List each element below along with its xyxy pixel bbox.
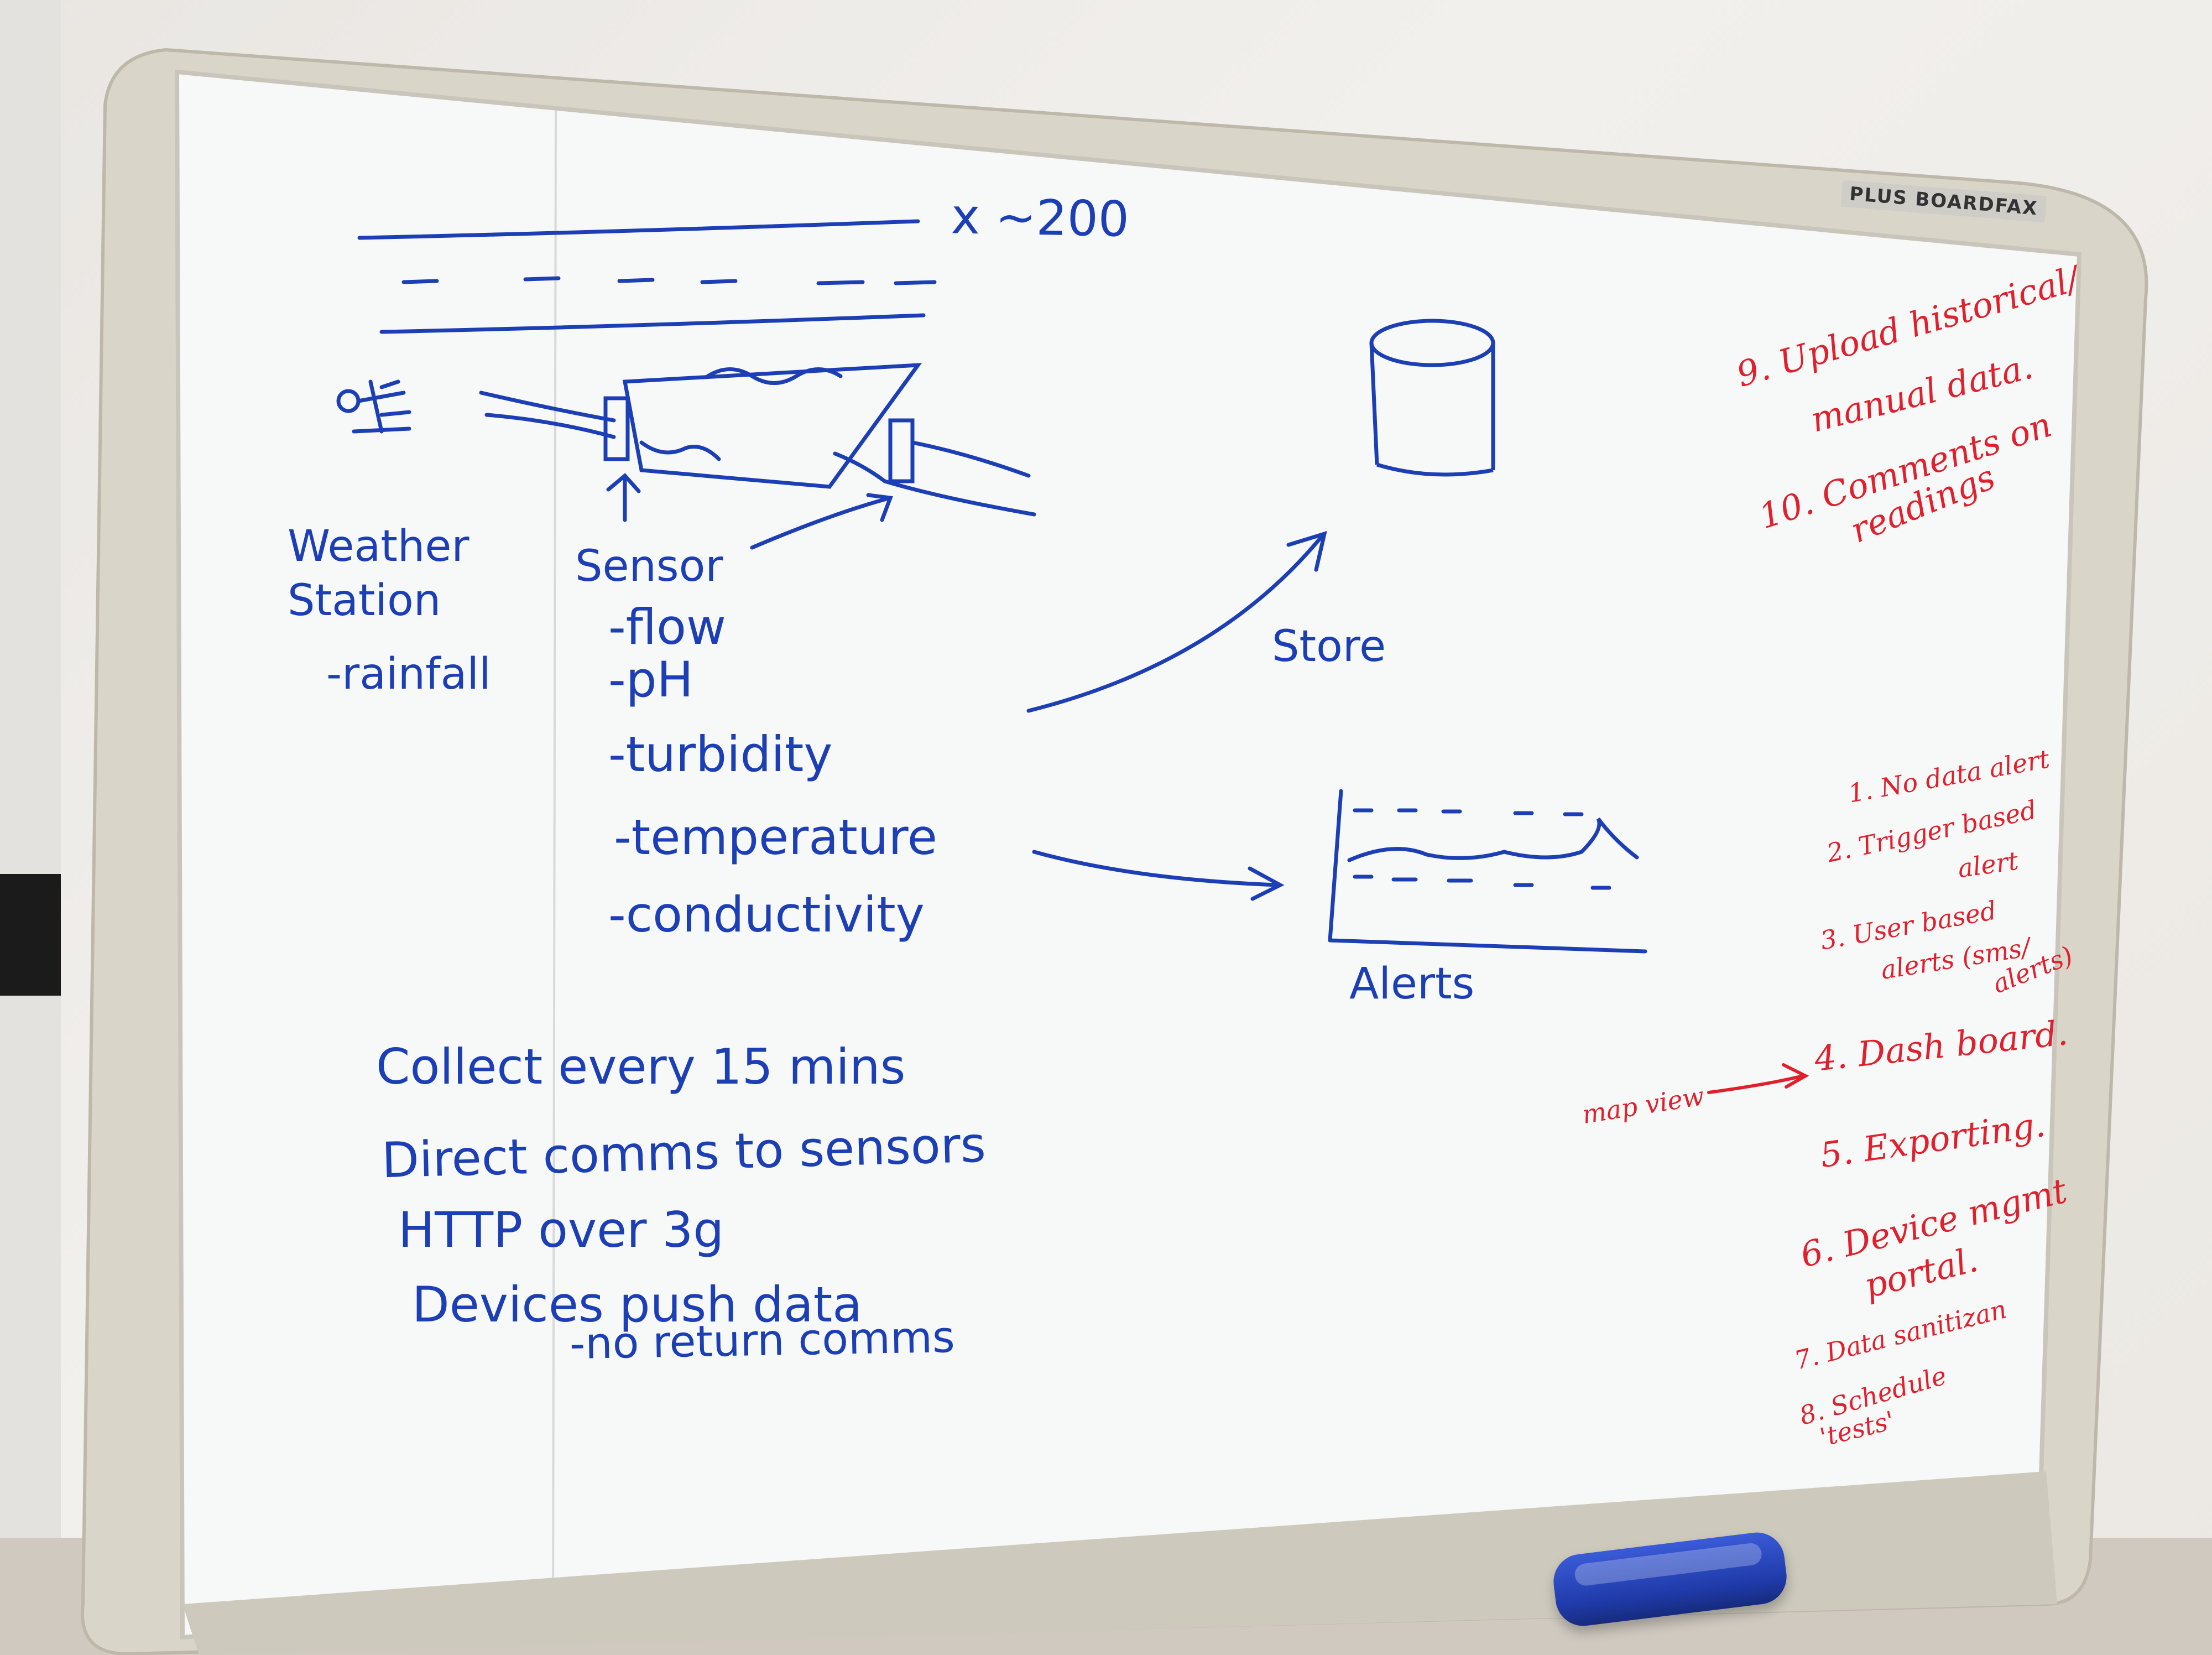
devices-push-note: Devices push data: [412, 1276, 863, 1333]
multiplier-note: x ~200: [951, 188, 1130, 248]
database-cylinder-icon: [1369, 319, 1495, 477]
alerts-label: Alerts: [1349, 959, 1475, 1009]
sensor-label: Sensor: [575, 542, 723, 591]
http-note: HTTP over 3g: [398, 1201, 724, 1258]
sensor-conductivity: -conductivity: [608, 886, 925, 943]
weather-station-label: Weather Station: [288, 522, 469, 626]
sensor-temperature: -temperature: [614, 809, 937, 866]
item-2b: alert: [1955, 845, 2021, 884]
river-sensor-sketch: [479, 363, 1036, 550]
no-return-note: -no return comms: [569, 1312, 956, 1370]
rainfall-label: -rainfall: [326, 649, 491, 699]
collect-note: Collect every 15 mins: [376, 1038, 906, 1095]
board-surface: [174, 69, 2082, 1640]
line-chart-icon: [1328, 789, 1647, 954]
weather-vane-icon: [336, 379, 411, 434]
sensor-turbidity: -turbidity: [608, 726, 833, 783]
sensor-ph: -pH: [608, 651, 693, 708]
sensor-flow: -flow: [608, 598, 726, 655]
direct-comms-note: Direct comms to sensors: [380, 1116, 987, 1189]
wall-dark-panel: [0, 874, 61, 996]
wall-left: [0, 0, 61, 1655]
store-label: Store: [1272, 622, 1386, 672]
